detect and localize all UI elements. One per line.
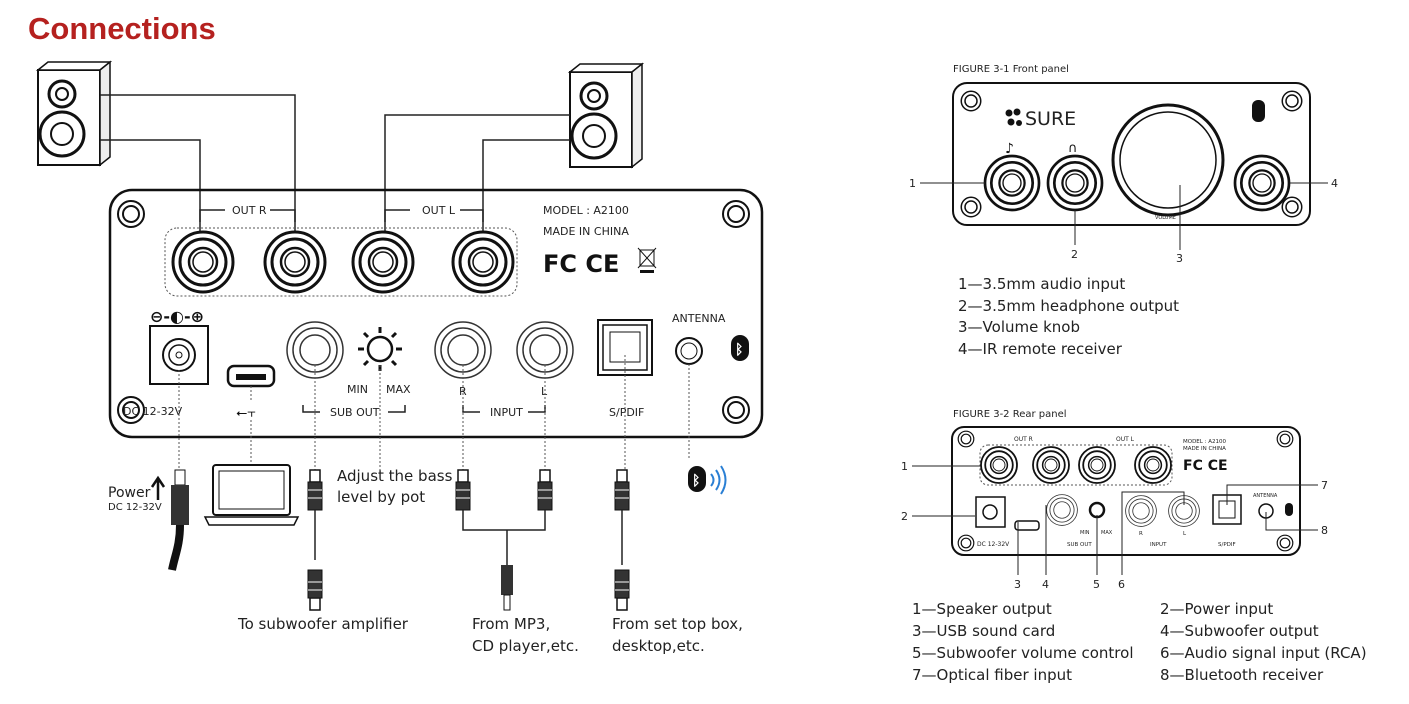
callout-1: 1 [909, 177, 916, 190]
rear-input-label: INPUT [1150, 542, 1167, 548]
rear-callout-6: 6 [1118, 578, 1125, 591]
callout-3: 3 [1176, 252, 1183, 265]
front-panel [952, 82, 1311, 226]
front-panel-figure-title: FIGURE 3-1 Front panel [953, 64, 1069, 75]
rear-made-in-label: MADE IN CHINA [1183, 446, 1226, 452]
rear-out-r-label: OUT R [1014, 436, 1033, 443]
music-note-icon: ♪ [1005, 141, 1014, 157]
rear-callout-7: 7 [1321, 479, 1328, 492]
certification-marks: FC CE [543, 250, 619, 278]
svg-text:ᛒ: ᛒ [735, 342, 743, 358]
rear-callout-5: 5 [1093, 578, 1100, 591]
spdif-label: S/PDIF [609, 406, 644, 419]
front-legend-item: 4—IR remote receiver [958, 340, 1123, 358]
from-stb-label-2: desktop,etc. [612, 637, 705, 655]
bluetooth-icon [731, 335, 749, 361]
rear-callout-4: 4 [1042, 578, 1049, 591]
sub-out-label: SUB OUT [330, 406, 380, 419]
front-legend-item: 1—3.5mm audio input [958, 275, 1125, 293]
input-label: INPUT [490, 406, 523, 419]
front-legend-item: 3—Volume knob [958, 318, 1080, 336]
power-label: Power [108, 485, 151, 501]
rear-callout-8: 8 [1321, 524, 1328, 537]
made-in-label: MADE IN CHINA [543, 225, 629, 238]
bluetooth-icon [1252, 100, 1265, 122]
laptop-icon [203, 464, 300, 526]
out-r-label: OUT R [232, 204, 267, 217]
from-mp3-label-2: CD player,etc. [472, 637, 579, 655]
binding-post [351, 230, 415, 294]
rear-legend-item: 7—Optical fiber input [912, 666, 1072, 684]
from-stb-label-1: From set top box, [612, 615, 743, 633]
binding-post [263, 230, 327, 294]
min-label: MIN [347, 383, 368, 396]
antenna-label: ANTENNA [672, 312, 726, 325]
spdif-port [597, 319, 653, 376]
bluetooth-signal-icon: ᛒ [688, 465, 727, 495]
input-l-label: L [541, 385, 548, 398]
polarity-icon: ⊖-◐-⊕ [150, 307, 204, 326]
rear-r-label: R [1139, 531, 1143, 537]
speaker-right-icon [36, 60, 112, 167]
rear-dc-label: DC 12-32V [977, 541, 1010, 548]
model-label: MODEL : A2100 [543, 204, 629, 217]
rear-min-label: MIN [1080, 530, 1090, 536]
headphone-icon: ∩ [1068, 141, 1078, 156]
rear-legend-item: 2—Power input [1160, 600, 1273, 618]
rear-spdif-label: S/PDIF [1218, 542, 1236, 548]
rear-legend-item: 5—Subwoofer volume control [912, 644, 1134, 662]
rear-callout-2: 2 [901, 510, 908, 523]
to-subwoofer-label: To subwoofer amplifier [237, 615, 409, 633]
max-label: MAX [386, 383, 411, 396]
usb-icon: ⭠⫟ [236, 405, 256, 421]
rear-max-label: MAX [1101, 530, 1113, 536]
stereo-jack-icon [501, 565, 513, 611]
input-r-label: R [459, 385, 467, 398]
rear-callout-3: 3 [1014, 578, 1021, 591]
rear-legend-item: 3—USB sound card [912, 622, 1055, 640]
out-l-label: OUT L [422, 204, 456, 217]
weee-bin-icon [637, 247, 657, 273]
front-legend-item: 2—3.5mm headphone output [958, 297, 1179, 315]
speaker-left-icon [568, 62, 644, 169]
callout-2: 2 [1071, 248, 1078, 261]
rear-panel-figure-title: FIGURE 3-2 Rear panel [953, 409, 1067, 420]
rear-legend-item: 6—Audio signal input (RCA) [1160, 644, 1367, 662]
headphone-jack [1046, 154, 1104, 212]
rear-sub-out-label: SUB OUT [1067, 542, 1092, 548]
from-mp3-label-1: From MP3, [472, 615, 550, 633]
callout-4: 4 [1331, 177, 1338, 190]
arrow-up-icon [150, 475, 166, 500]
rear-panel [951, 426, 1301, 556]
sure-logo-icon [1005, 108, 1022, 126]
brand-label: SURE [1025, 108, 1076, 130]
svg-text:ᛒ: ᛒ [692, 473, 700, 489]
rear-legend-item: 4—Subwoofer output [1160, 622, 1319, 640]
power-dc-label: DC 12-32V [108, 502, 162, 513]
audio-input-jack [983, 154, 1041, 212]
bass-pot-icon [358, 327, 402, 371]
power-plug-icon [168, 469, 189, 571]
rear-l-label: L [1183, 531, 1187, 537]
rear-out-l-label: OUT L [1116, 436, 1135, 443]
adjust-bass-label-2: level by pot [337, 488, 425, 506]
rear-legend-item: 1—Speaker output [912, 600, 1052, 618]
page-title: Connections [28, 11, 216, 46]
ir-receiver [1233, 154, 1291, 212]
antenna-port [675, 337, 703, 365]
rear-panel-main [108, 188, 764, 439]
rear-callout-1: 1 [901, 460, 908, 473]
rear-certification-marks: FC CE [1183, 458, 1228, 474]
volume-knob[interactable] [1111, 103, 1225, 217]
volume-label: VOLUME [1155, 215, 1176, 221]
rear-model-label: MODEL : A2100 [1183, 439, 1226, 445]
dc-label: DC 12-32V [123, 405, 183, 418]
adjust-bass-label-1: Adjust the bass [337, 467, 453, 485]
rear-antenna-label: ANTENNA [1253, 493, 1278, 499]
binding-post [171, 230, 235, 294]
rear-legend-item: 8—Bluetooth receiver [1160, 666, 1324, 684]
binding-post [451, 230, 515, 294]
